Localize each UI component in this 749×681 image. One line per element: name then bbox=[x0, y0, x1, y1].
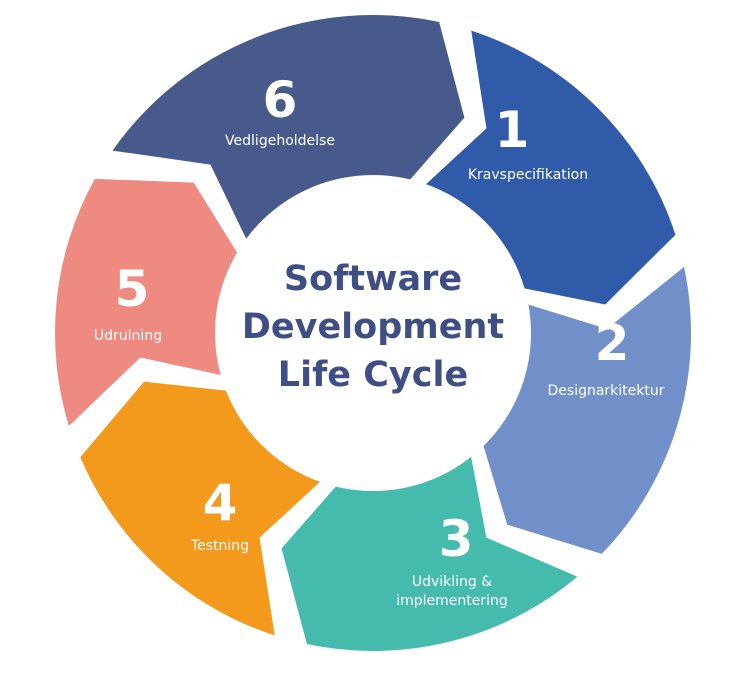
step-5-label: Udrulning bbox=[93, 328, 163, 344]
step-1-label: Kravspecifikation bbox=[467, 167, 589, 183]
title-line-2: Development bbox=[241, 307, 505, 347]
step-4-number: 4 bbox=[202, 474, 238, 532]
title-line-1: Software bbox=[283, 259, 463, 299]
step-5-number: 5 bbox=[114, 260, 150, 318]
step-1-number: 1 bbox=[494, 101, 530, 159]
step-2-number: 2 bbox=[594, 314, 630, 372]
center-circle bbox=[215, 175, 531, 491]
step-2-arrow-segment bbox=[480, 266, 692, 554]
step-3-arrow-segment bbox=[281, 447, 578, 651]
center-title: Software Development Life Cycle bbox=[213, 255, 533, 399]
step-3-label: Udvikling & implementering bbox=[396, 574, 508, 609]
step-5-arrow-segment bbox=[54, 178, 242, 426]
step-6-number: 6 bbox=[262, 71, 298, 129]
step-2-label: Designarkitektur bbox=[547, 383, 665, 399]
step-6-label: Vedligeholdelse bbox=[225, 133, 335, 149]
step-6-arrow-segment bbox=[112, 15, 465, 247]
title-line-3: Life Cycle bbox=[277, 355, 469, 395]
step-3-number: 3 bbox=[438, 510, 474, 568]
step-4-label: Testning bbox=[190, 538, 250, 554]
step-1-arrow-segment bbox=[419, 30, 676, 305]
